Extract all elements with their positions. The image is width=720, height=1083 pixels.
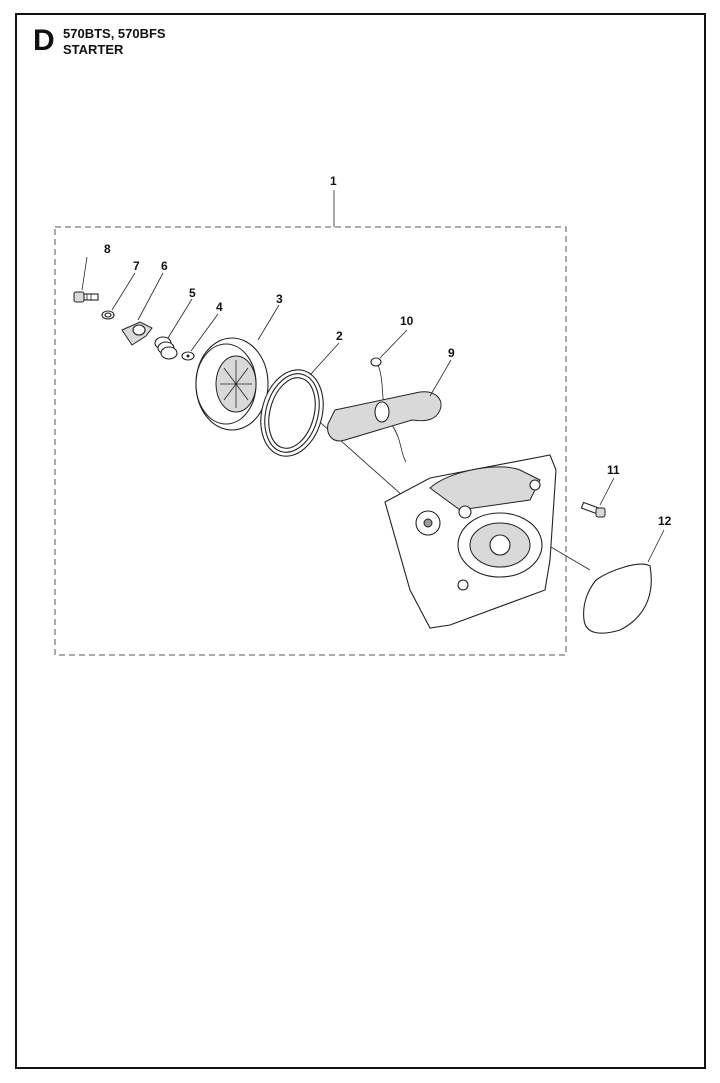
part-12-decal [583, 563, 652, 634]
callout-3: 3 [276, 292, 283, 306]
callout-5: 5 [189, 286, 196, 300]
callout-1: 1 [330, 174, 337, 188]
callout-2: 2 [336, 329, 343, 343]
part-3-pulley [195, 337, 269, 431]
part-5-spring [154, 336, 178, 360]
callout-9: 9 [448, 346, 455, 360]
part-8-screw [73, 291, 99, 303]
callout-7: 7 [133, 259, 140, 273]
assembly-boundary [54, 226, 567, 656]
part-4-washer [181, 351, 195, 361]
part-2-recoil-spring [260, 369, 324, 457]
page-frame [15, 13, 706, 1069]
callout-11: 11 [607, 463, 620, 477]
diagram-title: STARTER [63, 42, 124, 57]
section-letter: D [33, 24, 55, 57]
starter-housing [384, 454, 557, 629]
callout-10: 10 [400, 314, 414, 328]
part-6-pawl [121, 321, 153, 346]
callout-8: 8 [104, 242, 111, 256]
part-9-handle [327, 391, 442, 442]
callout-4: 4 [216, 300, 223, 314]
part-7-washer [101, 310, 115, 320]
callout-12: 12 [658, 514, 672, 528]
model-names: 570BTS, 570BFS [63, 26, 166, 41]
part-11-screw [580, 501, 606, 518]
callout-6: 6 [161, 259, 168, 273]
